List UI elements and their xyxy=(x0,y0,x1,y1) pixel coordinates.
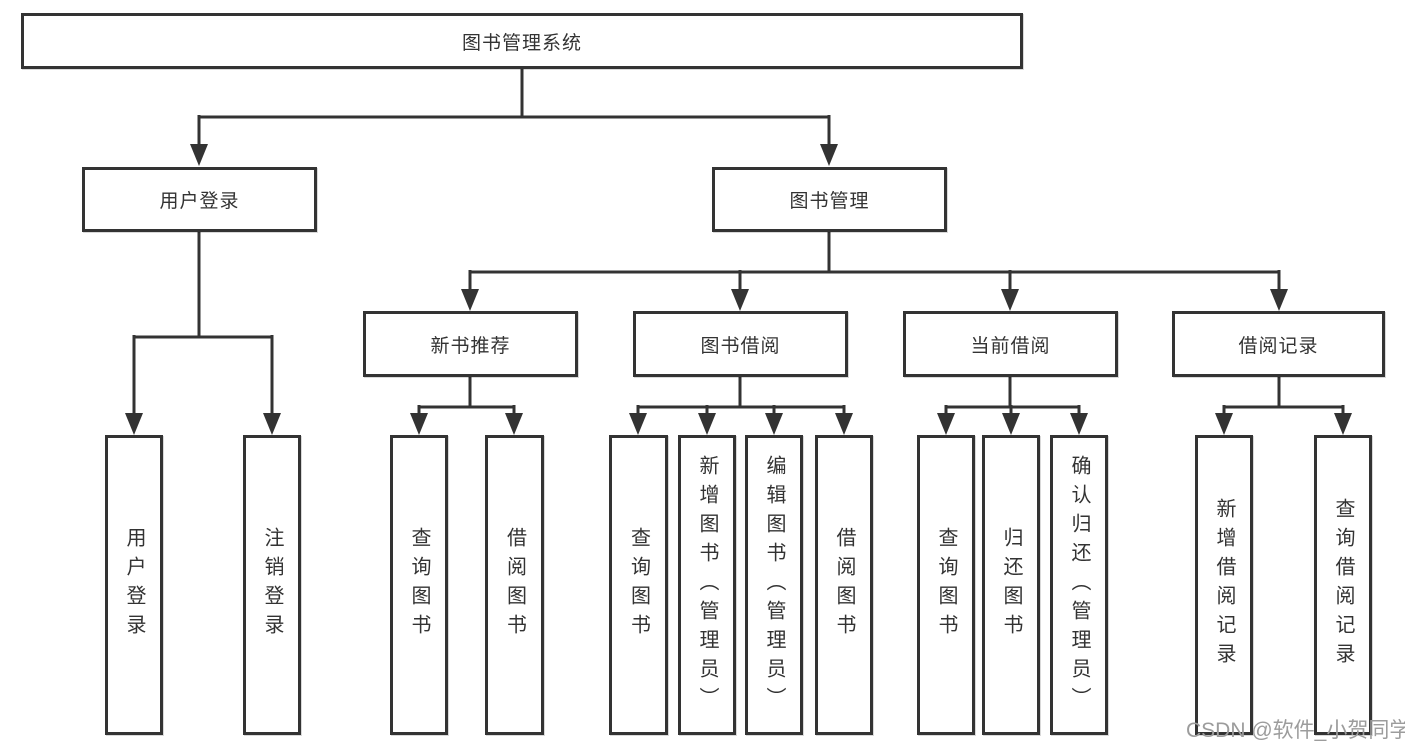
arrowhead xyxy=(698,413,716,435)
arrowhead xyxy=(190,144,208,166)
arrowhead xyxy=(461,289,479,311)
arrowhead xyxy=(820,144,838,166)
arrowhead xyxy=(937,413,955,435)
csdn-watermark: CSDN @软件_小贺同学 xyxy=(1186,719,1405,742)
node-new-book-recommend: 新书推荐 xyxy=(363,311,578,377)
leaf-current-query-books: 查询图书 xyxy=(917,435,975,735)
connector-userlogin-to-leaves xyxy=(132,232,274,419)
leaf-borrow-borrow-books: 借阅图书 xyxy=(815,435,873,735)
arrowhead xyxy=(731,289,749,311)
arrowhead xyxy=(505,413,523,435)
leaf-borrow-query-books: 查询图书 xyxy=(609,435,668,735)
node-current-borrowing: 当前借阅 xyxy=(903,311,1118,377)
node-borrowing-records: 借阅记录 xyxy=(1172,311,1385,377)
leaf-records-query-record: 查询借阅记录 xyxy=(1314,435,1372,735)
leaf-current-return-books: 归还图书 xyxy=(982,435,1040,735)
leaf-borrow-edit-books-admin: 编辑图书（管理员） xyxy=(745,435,803,735)
arrowhead xyxy=(1215,413,1233,435)
arrowheads xyxy=(125,144,1352,435)
arrowhead xyxy=(835,413,853,435)
arrowhead xyxy=(125,413,143,435)
connector-records-to-leaves xyxy=(1222,377,1345,419)
arrowhead xyxy=(410,413,428,435)
connector-recommend-to-leaves xyxy=(417,377,516,419)
leaf-records-add-record: 新增借阅记录 xyxy=(1195,435,1253,735)
connector-current-to-leaves xyxy=(944,377,1081,419)
connector-root-to-level1 xyxy=(197,68,831,150)
arrowhead xyxy=(1070,413,1088,435)
arrowhead xyxy=(263,413,281,435)
leaf-recommend-query-books: 查询图书 xyxy=(390,435,448,735)
leaf-borrow-add-books-admin: 新增图书（管理员） xyxy=(678,435,736,735)
arrowhead xyxy=(629,413,647,435)
arrowhead xyxy=(765,413,783,435)
leaf-logout: 注销登录 xyxy=(243,435,301,735)
node-root: 图书管理系统 xyxy=(21,13,1023,69)
leaf-recommend-borrow-books: 借阅图书 xyxy=(485,435,544,735)
node-book-management: 图书管理 xyxy=(712,167,947,232)
arrowhead xyxy=(1334,413,1352,435)
arrowhead xyxy=(1002,413,1020,435)
leaf-current-confirm-return-admin: 确认归还（管理员） xyxy=(1050,435,1108,735)
node-user-login: 用户登录 xyxy=(82,167,317,232)
node-book-borrowing: 图书借阅 xyxy=(633,311,848,377)
connector-bookmgmt-to-level2 xyxy=(468,231,1281,295)
connector-borrow-to-leaves xyxy=(636,377,846,419)
leaf-user-login: 用户登录 xyxy=(105,435,163,735)
arrowhead xyxy=(1001,289,1019,311)
arrowhead xyxy=(1270,289,1288,311)
